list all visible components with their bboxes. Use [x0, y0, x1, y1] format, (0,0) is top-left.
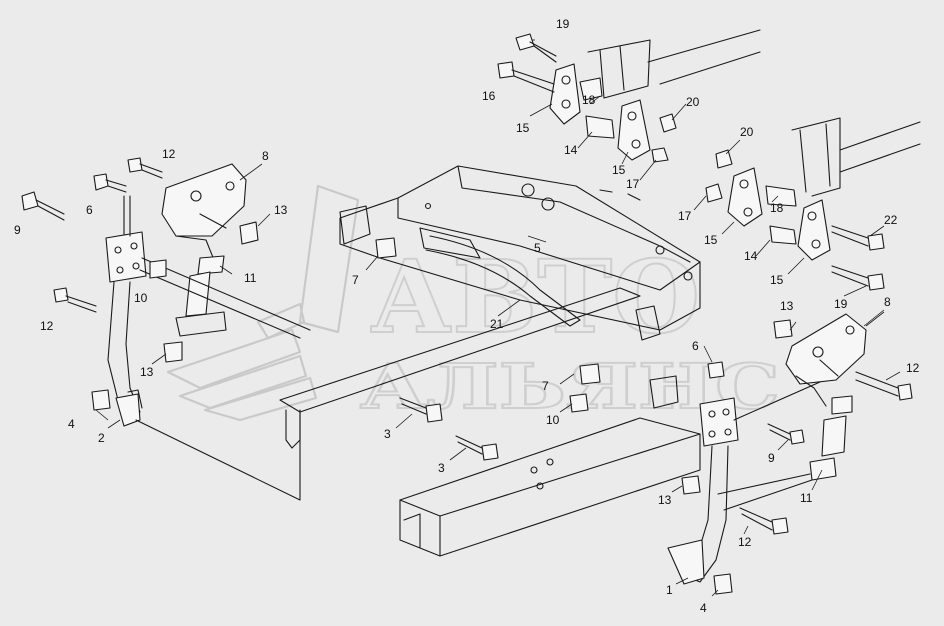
callout-4: 4: [68, 417, 75, 431]
callout-12: 12: [738, 535, 752, 549]
callout-3: 3: [438, 461, 445, 475]
upper-bracket-assembly-front: [705, 117, 921, 291]
upper-bracket-assembly-rear: [497, 29, 761, 163]
callout-18: 18: [582, 93, 596, 107]
callout-13: 13: [274, 203, 288, 217]
callout-9: 9: [14, 223, 21, 237]
callout-13: 13: [780, 299, 794, 313]
callout-11: 11: [244, 271, 257, 285]
callout-3: 3: [384, 427, 391, 441]
callout-18: 18: [770, 201, 784, 215]
left-pedal-assembly: [21, 157, 397, 501]
callout-10: 10: [546, 413, 560, 427]
callout-5: 5: [534, 241, 541, 255]
callout-9: 9: [768, 451, 775, 465]
callout-16: 16: [482, 89, 496, 103]
callout-13: 13: [140, 365, 154, 379]
callout-19: 19: [556, 17, 570, 31]
callout-15: 15: [770, 273, 784, 287]
callout-14: 14: [744, 249, 758, 263]
callout-14: 14: [564, 143, 578, 157]
callout-11: 11: [800, 491, 813, 505]
callout-13: 13: [658, 493, 672, 507]
callout-19: 19: [834, 297, 848, 311]
callout-7: 7: [542, 379, 549, 393]
callout-10: 10: [134, 291, 148, 305]
callout-2: 2: [98, 431, 105, 445]
callout-20: 20: [740, 125, 754, 139]
callout-6: 6: [692, 339, 699, 353]
callout-22: 22: [884, 213, 898, 227]
lower-channel-rail: [399, 417, 701, 557]
callout-6: 6: [86, 203, 93, 217]
callout-15: 15: [612, 163, 626, 177]
callout-7: 7: [352, 273, 359, 287]
callout-12: 12: [906, 361, 920, 375]
callout-21: 21: [490, 317, 504, 331]
callout-20: 20: [686, 95, 700, 109]
callout-12: 12: [162, 147, 176, 161]
cross-member-frame: [339, 165, 701, 409]
right-pedal-assembly: [399, 313, 913, 595]
callout-17: 17: [626, 177, 640, 191]
callout-15: 15: [704, 233, 718, 247]
callout-8: 8: [262, 149, 269, 163]
leader-lines: [95, 39, 901, 597]
callout-8: 8: [884, 295, 891, 309]
callout-12: 12: [40, 319, 54, 333]
watermark-line1: АВТО: [370, 238, 700, 356]
callout-4: 4: [700, 601, 707, 615]
callout-numbers: 19 16 15 18 14 15 20 17 20 17 18 15 14 1…: [14, 17, 920, 615]
callout-1: 1: [666, 583, 673, 597]
callout-15: 15: [516, 121, 530, 135]
callout-17: 17: [678, 209, 692, 223]
